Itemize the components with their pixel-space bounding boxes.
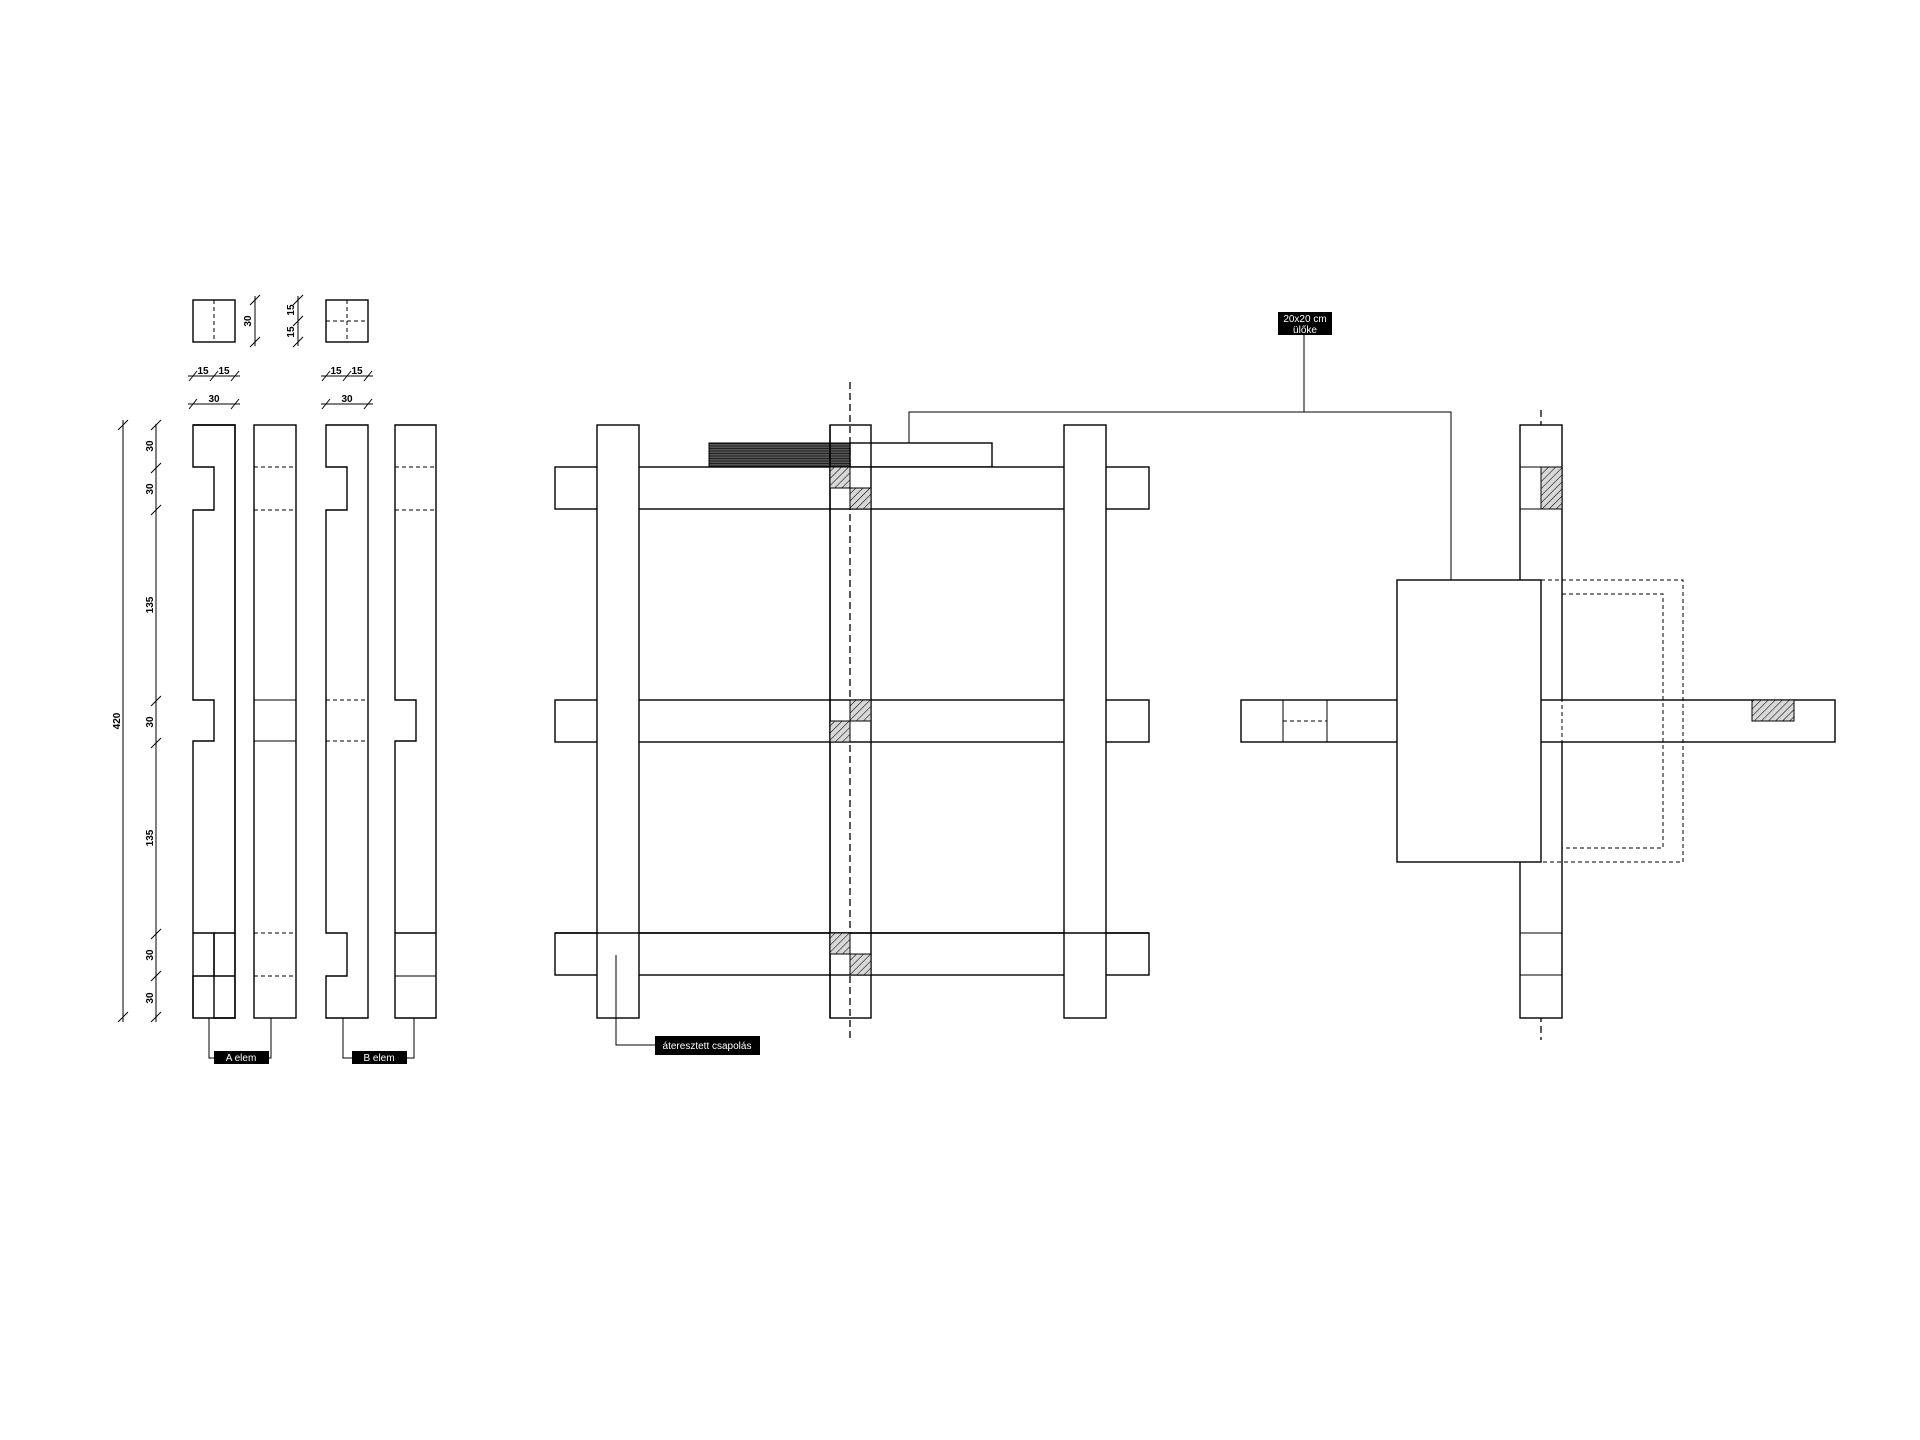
width-b-total-label: 30 [341, 394, 353, 405]
side-view [1240, 410, 1836, 1040]
seg-mid-upper-label: 135 [145, 596, 156, 613]
section-a-height-dim: 30 [243, 294, 261, 348]
element-b-label: B elem [342, 1018, 415, 1064]
width-a-half-dims: 15 15 [188, 366, 240, 382]
element-b-front [394, 424, 437, 1019]
width-b-total-dim: 30 [321, 394, 373, 410]
seg-top-2-label: 30 [145, 483, 156, 495]
svg-text:A elem: A elem [226, 1053, 257, 1064]
width-a-half2-label: 15 [218, 366, 230, 377]
section-b-height-dim: 15 15 [286, 294, 304, 348]
width-b-half2-label: 15 [351, 366, 363, 377]
width-a-total-dim: 30 [188, 394, 240, 410]
section-b-half1-label: 15 [286, 304, 297, 316]
joint-note-label: áteresztett csapolás [615, 955, 760, 1055]
svg-text:áteresztett csapolás: áteresztett csapolás [663, 1041, 752, 1052]
seg-bottom-2-label: 30 [145, 992, 156, 1004]
element-a-front [253, 424, 297, 1019]
element-b-profile [325, 424, 369, 1019]
svg-text:B elem: B elem [363, 1053, 394, 1064]
segment-dims: 30 30 135 30 135 30 30 [145, 419, 162, 1023]
section-a-height-label: 30 [243, 315, 254, 327]
section-b [325, 299, 369, 343]
width-b-half-dims: 15 15 [321, 366, 373, 382]
width-b-half1-label: 15 [330, 366, 342, 377]
total-height-dim: 420 [112, 419, 129, 1023]
seg-top-1-label: 30 [145, 440, 156, 452]
svg-text:ülőke: ülőke [1293, 325, 1317, 336]
total-height-label: 420 [112, 712, 123, 729]
pad-note-label: 20x20 cm ülőke [908, 312, 1452, 580]
width-a-half1-label: 15 [197, 366, 209, 377]
seg-mid-lower-label: 135 [145, 829, 156, 846]
element-a-label: A elem [208, 1018, 272, 1064]
element-a-profile [192, 424, 236, 1019]
seg-bottom-1-label: 30 [145, 949, 156, 961]
width-a-total-label: 30 [208, 394, 220, 405]
seat-board [708, 442, 851, 468]
main-frame [554, 382, 1150, 1038]
section-b-half2-label: 15 [286, 326, 297, 338]
svg-text:20x20 cm: 20x20 cm [1283, 314, 1326, 325]
section-a [192, 299, 236, 343]
seg-center-label: 30 [145, 716, 156, 728]
